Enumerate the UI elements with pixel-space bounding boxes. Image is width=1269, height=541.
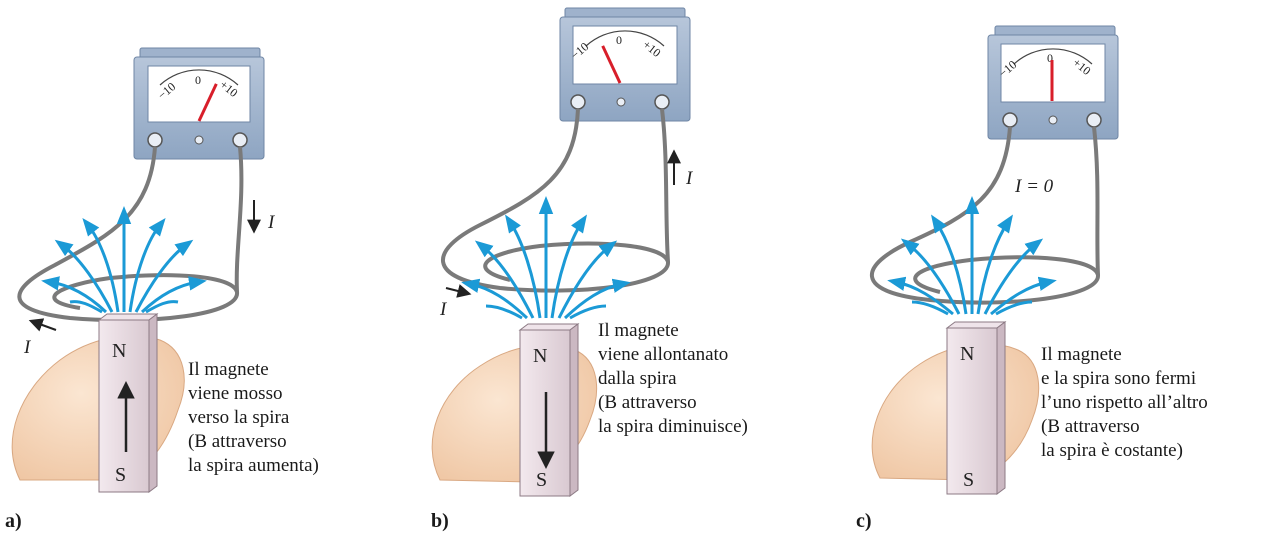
meter-center-knob [616,97,626,107]
meter-needle [601,45,622,84]
wire-loop [17,146,239,323]
galvanometer: −10 0 +10 [987,25,1119,140]
caption-line: dalla spira [598,368,677,389]
bar-magnet: N S [97,313,159,493]
magnet-south-label: S [963,469,974,491]
caption-line: viene allontanato [598,344,729,365]
current-arrow-loop [28,318,57,332]
wire-loop [440,108,670,293]
panel-a: −10 0 +10 N [11,47,276,493]
bar-magnet: N S [518,323,580,497]
current-label-loop: I [439,299,448,320]
caption-line: l’uno rispetto all’altro [1041,392,1208,413]
current-label-loop: I [23,337,32,358]
magnet-north-label: N [112,340,126,362]
terminal-right [1086,112,1102,128]
field-lines [41,206,207,314]
caption-line: Il magnete [188,359,269,380]
meter-needle [197,83,218,122]
caption-line: (B attraverso [1041,416,1140,437]
panel-c: −10 0 +10 N S I = 0 [869,25,1119,495]
caption-line: la spira diminuisce) [598,416,748,437]
caption-line: Il magnete [598,320,679,341]
magnet-north-label: N [960,343,974,365]
scale-zero-label: 0 [195,73,201,87]
panel-label-c: c) [856,510,872,532]
terminal-right [232,132,248,148]
current-label-wire: I [267,212,276,233]
wire-return [660,108,670,263]
wire-return [1092,126,1100,276]
galvanometer: −10 0 +10 [559,7,691,122]
current-label-wire: I [685,168,694,189]
panel-label-a: a) [5,510,22,532]
meter-center-knob [1048,115,1058,125]
caption-line: verso la spira [188,407,290,428]
caption-line: viene mosso [188,383,283,404]
scale-zero-label: 0 [616,33,622,47]
scale-zero-label: 0 [1047,51,1053,65]
terminal-left [1002,112,1018,128]
panel-b: −10 0 +10 N S [431,7,694,497]
caption-line: (B attraverso [598,392,697,413]
wire-return [234,146,244,293]
caption-b: Il magnete viene allontanato dalla spira… [598,319,748,439]
caption-line: (B attraverso [188,431,287,452]
galvanometer: −10 0 +10 [133,47,265,160]
field-lines [461,196,631,320]
caption-line: la spira è costante) [1041,440,1183,461]
magnet-south-label: S [536,469,547,491]
caption-a: Il magnete viene mosso verso la spira (B… [188,358,319,478]
panel-label-b: b) [431,510,449,532]
magnet-north-label: N [533,345,547,367]
terminal-right [654,94,670,110]
bar-magnet: N S [945,321,1007,495]
caption-line: Il magnete [1041,344,1122,365]
field-lines [887,196,1057,316]
terminal-left [570,94,586,110]
meter-center-knob [194,135,204,145]
hand [11,335,185,481]
magnet-south-label: S [115,464,126,486]
caption-line: la spira aumenta) [188,455,319,476]
current-arrow-loop [445,284,472,298]
caption-line: e la spira sono fermi [1041,368,1197,389]
current-label-zero: I = 0 [1014,176,1054,197]
terminal-left [147,132,163,148]
caption-c: Il magnete e la spira sono fermi l’uno r… [1041,343,1208,463]
